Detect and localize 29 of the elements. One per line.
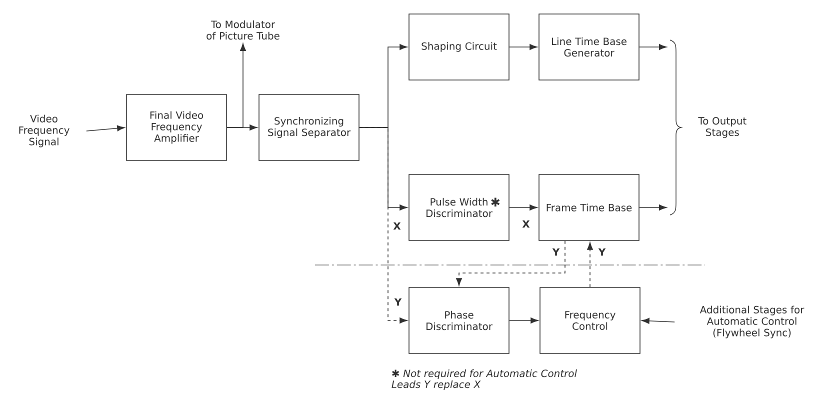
input-label: Video Frequency Signal	[19, 114, 70, 148]
arrow	[509, 318, 538, 324]
footnote: ✱ Not required for Automatic Control Leads Y replace X	[392, 369, 577, 390]
arrow	[587, 242, 593, 288]
process-box: Phase Discriminator	[408, 287, 510, 354]
process-box: Line Time Base Generator	[538, 14, 640, 80]
arrow	[86, 125, 125, 132]
arrow	[456, 240, 566, 286]
edge-label: X	[521, 219, 531, 229]
process-box: Shaping Circuit	[408, 14, 510, 80]
output-label: To Modulator of Picture Tube	[206, 20, 280, 40]
edge-label: Y	[393, 297, 403, 307]
edge-label: Y	[597, 247, 607, 257]
process-box: Frame Time Base	[538, 174, 640, 241]
output-label: To Output Stages	[698, 117, 746, 138]
arrow	[226, 43, 246, 128]
edge-label: Y	[551, 247, 561, 257]
arrow	[642, 318, 675, 324]
edge-label: X	[392, 221, 402, 231]
arrow	[639, 44, 667, 50]
process-box: Synchronizing Signal Separator	[258, 94, 360, 161]
arrow	[509, 204, 538, 210]
footnote-mark: ✱	[491, 198, 500, 206]
arrow	[509, 44, 538, 50]
arrow	[359, 127, 408, 324]
input-label: Additional Stages for Automatic Control (Flywheel Sync)	[700, 306, 804, 338]
arrow	[639, 204, 667, 210]
process-box: Final Video Frequency Amplifier	[126, 94, 227, 161]
process-box: Frequency Control	[540, 287, 640, 354]
